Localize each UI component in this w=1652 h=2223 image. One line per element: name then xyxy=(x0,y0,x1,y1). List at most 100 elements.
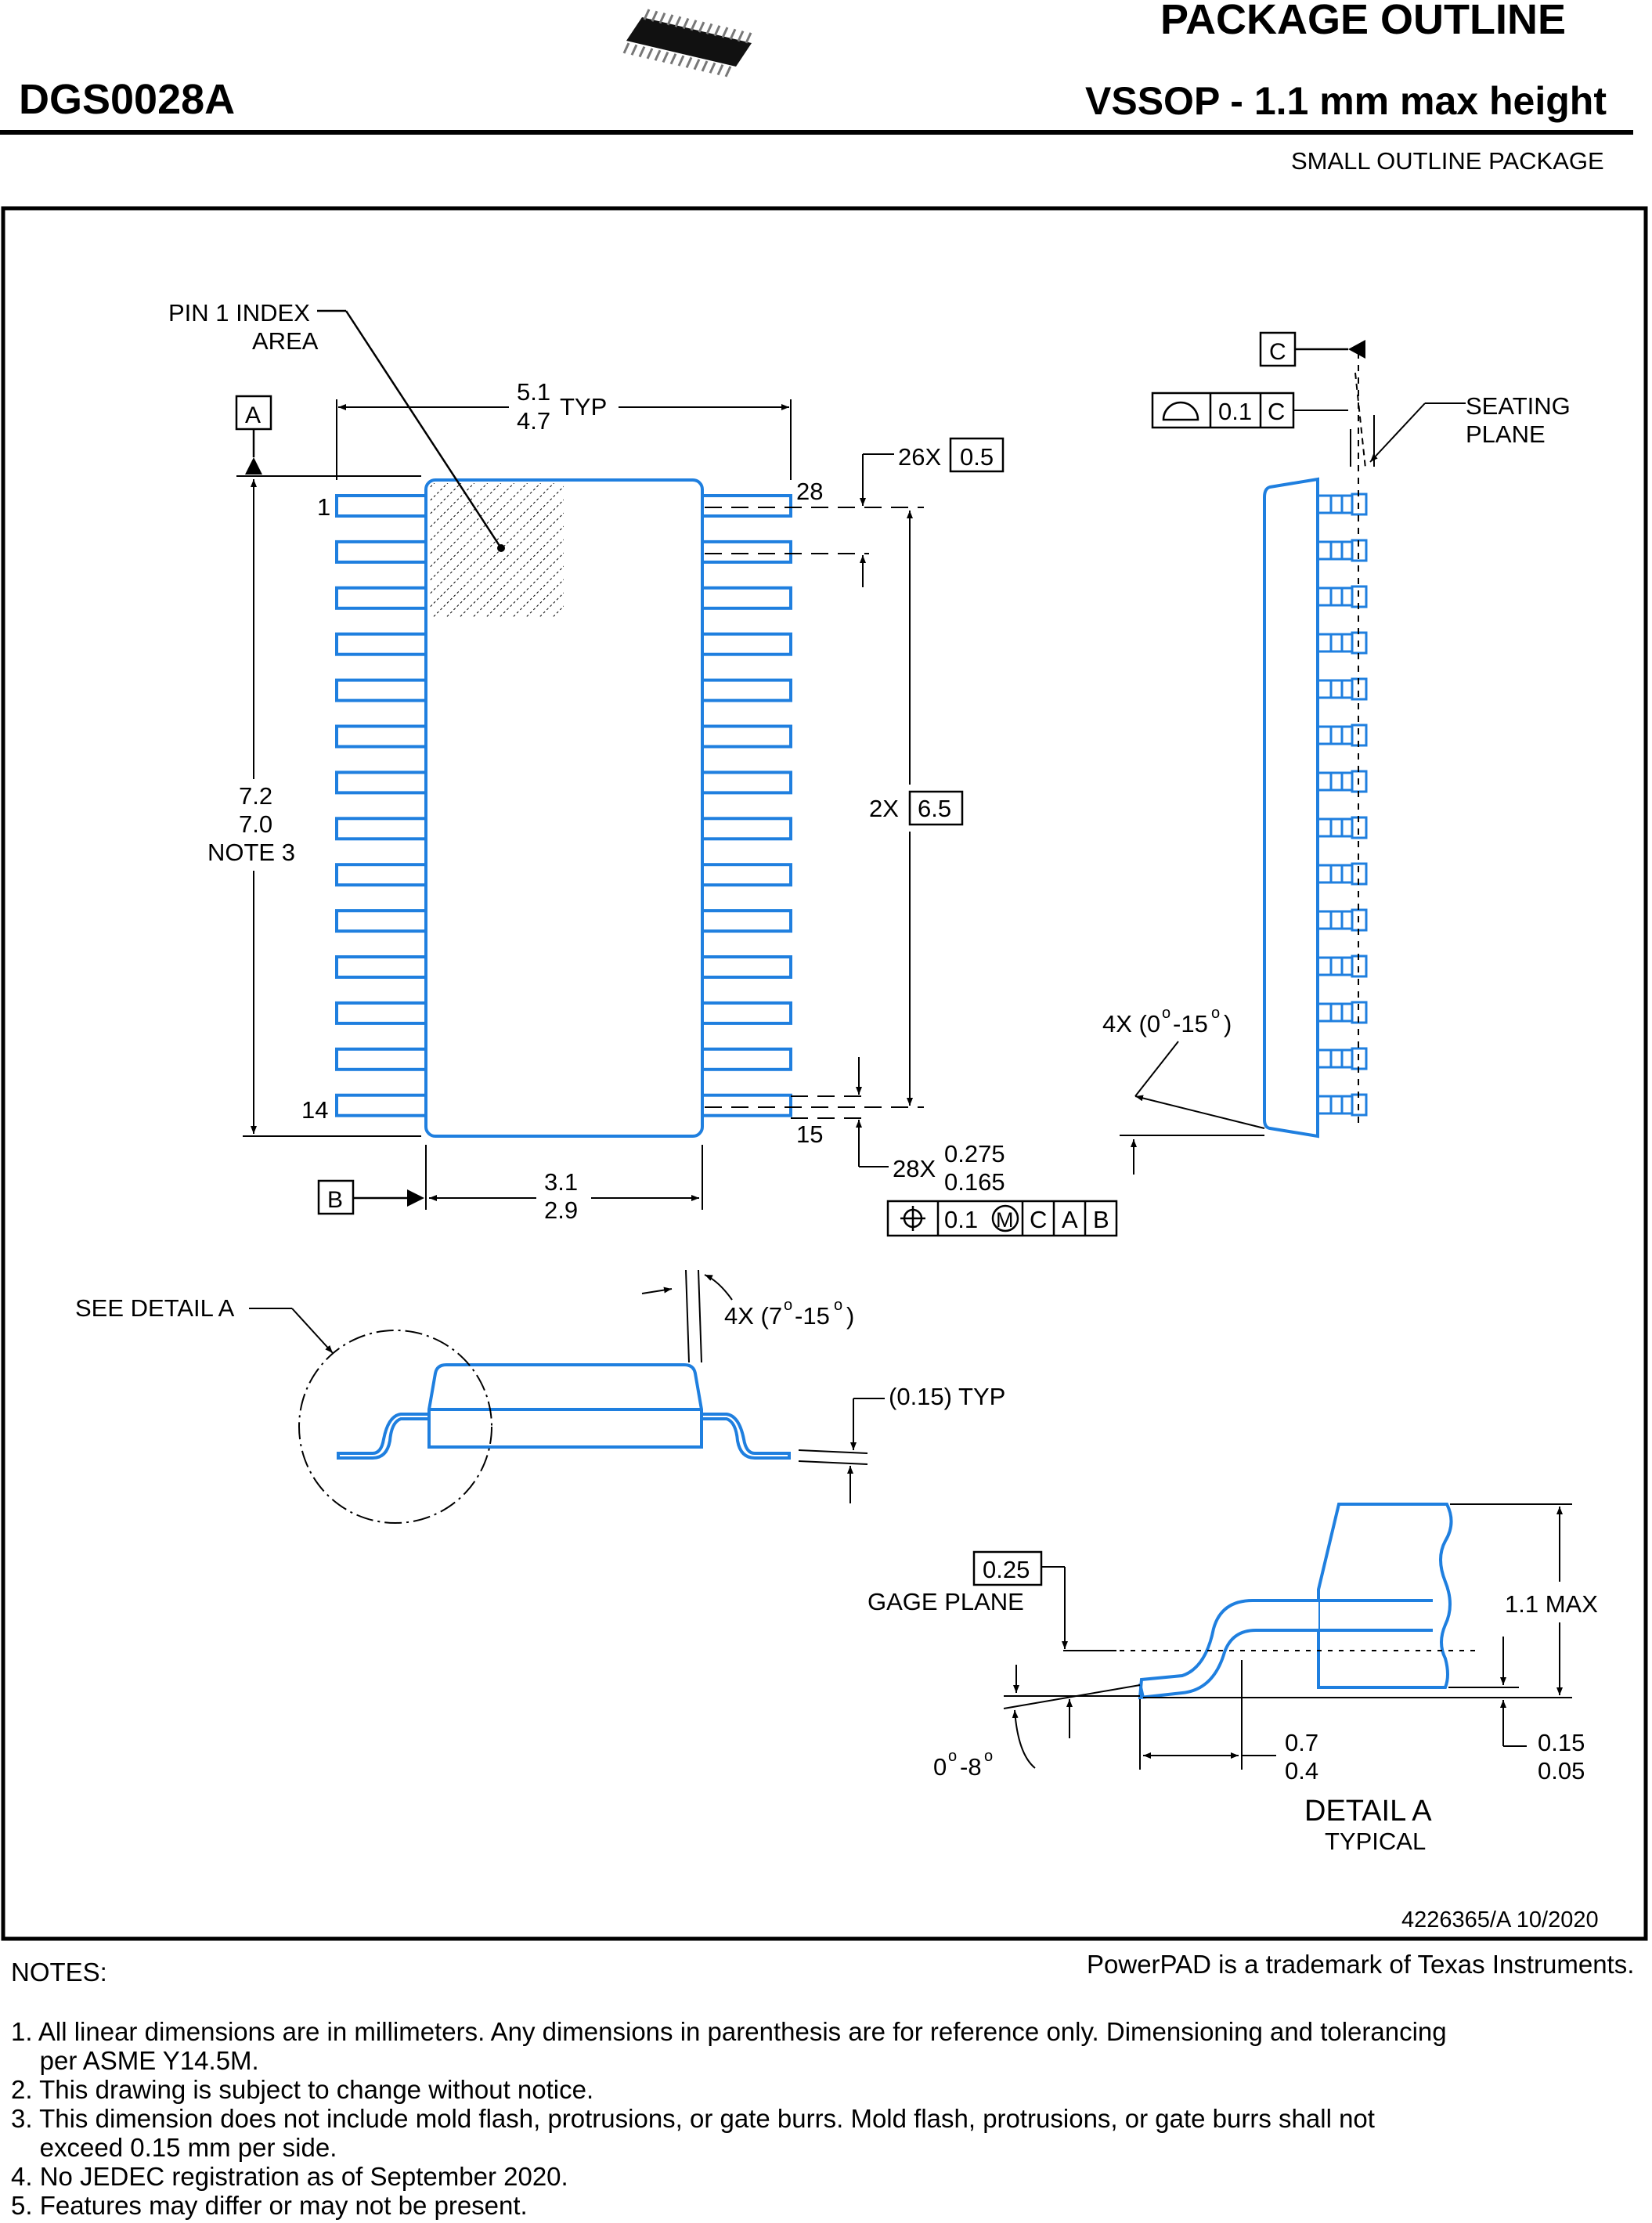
datum-a-label: A xyxy=(245,402,261,428)
foot-length-max: 0.7 xyxy=(1285,1729,1318,1756)
body-width-min: 2.9 xyxy=(544,1196,578,1224)
package-class: SMALL OUTLINE PACKAGE xyxy=(1291,147,1604,175)
detail-a-circle xyxy=(298,1330,492,1524)
pin1-index-area xyxy=(429,483,564,618)
svg-text:o: o xyxy=(834,1297,842,1314)
drawing-frame xyxy=(1,206,1648,1941)
side-angle-mid: -15 xyxy=(1173,1010,1208,1038)
front-view: SEE DETAIL A 4X (7 o -15 o ) (0.15) TYP xyxy=(75,1269,1005,1524)
lead-left xyxy=(335,770,427,795)
pitch-box xyxy=(949,437,1005,473)
lead-left xyxy=(335,632,427,656)
lead-left xyxy=(335,540,427,564)
body-width-max: 3.1 xyxy=(544,1168,578,1196)
drawing-number: 4226365/A 10/2020 xyxy=(1401,1907,1599,1932)
lead-right xyxy=(701,632,792,656)
flatness-datum: C xyxy=(1268,398,1285,425)
position-tolerance-frame: 0.1 M C A B xyxy=(886,1200,1118,1237)
lead-left xyxy=(335,817,427,841)
position-modifier: M xyxy=(996,1208,1014,1232)
lead-right xyxy=(701,863,792,887)
lead-right xyxy=(701,1001,792,1025)
pin-1-label: 1 xyxy=(317,493,330,521)
profile-symbol-icon xyxy=(1162,401,1199,421)
note-5: 5. Features may differ or may not be pre… xyxy=(11,2191,528,2220)
right-leads xyxy=(701,494,792,1117)
foot-angle-b: -8 xyxy=(960,1753,982,1781)
svg-text:o: o xyxy=(948,1748,957,1765)
flatness-value: 0.1 xyxy=(1218,398,1252,425)
lead-right xyxy=(701,955,792,979)
gage-value: 0.25 xyxy=(983,1556,1030,1583)
span-count: 2X xyxy=(869,795,899,822)
width-min: 4.7 xyxy=(517,407,550,435)
position-datum-b: B xyxy=(1093,1206,1109,1233)
lead-width-count: 28X xyxy=(893,1155,936,1182)
left-leads xyxy=(335,494,427,1117)
header-rule xyxy=(0,130,1633,135)
datum-c-label: C xyxy=(1269,339,1286,365)
trademark-note: PowerPAD is a trademark of Texas Instrum… xyxy=(1087,1950,1635,1979)
length-min: 7.0 xyxy=(239,810,272,838)
pin-28-label: 28 xyxy=(796,478,823,505)
datum-b-box xyxy=(317,1179,355,1215)
standoff-min: 0.05 xyxy=(1538,1757,1585,1785)
lead-thickness: (0.15) TYP xyxy=(889,1383,1005,1410)
span-box xyxy=(908,790,964,826)
note-3: 3. This dimension does not include mold … xyxy=(11,2104,1375,2133)
lead-right xyxy=(701,586,792,610)
lead-right xyxy=(701,1093,792,1117)
datum-c-box xyxy=(1259,331,1297,367)
note-4: 4. No JEDEC registration as of September… xyxy=(11,2162,568,2191)
note-1-cont: per ASME Y14.5M. xyxy=(11,2046,259,2075)
lead-left xyxy=(335,1093,427,1117)
flatness-tolerance-frame: 0.1 C xyxy=(1151,392,1295,429)
lead-right xyxy=(701,770,792,795)
width-typ: TYP xyxy=(560,393,607,420)
lead-left xyxy=(335,678,427,702)
lead-right xyxy=(701,678,792,702)
lead-width-max: 0.275 xyxy=(944,1140,1005,1167)
lead-right xyxy=(701,1047,792,1071)
seating-plane-label-2: PLANE xyxy=(1466,420,1546,448)
top-angle-mid: -15 xyxy=(795,1302,830,1330)
pin1-index-label-1: PIN 1 INDEX xyxy=(168,299,310,327)
pitch-value: 0.5 xyxy=(960,443,994,471)
width-max: 5.1 xyxy=(517,378,550,406)
lead-left xyxy=(335,724,427,749)
pin-15-label: 15 xyxy=(796,1121,823,1148)
span-value: 6.5 xyxy=(918,795,951,822)
note-2: 2. This drawing is subject to change wit… xyxy=(11,2075,594,2104)
lead-left xyxy=(335,586,427,610)
svg-text:o: o xyxy=(984,1748,993,1765)
pin1-index-label-2: AREA xyxy=(252,327,319,355)
gage-plane-label: GAGE PLANE xyxy=(867,1588,1024,1615)
pitch-count: 26X xyxy=(898,443,941,471)
notes-title: NOTES: xyxy=(11,1958,107,1987)
lead-right xyxy=(701,724,792,749)
datum-a-box xyxy=(235,395,272,431)
lead-left xyxy=(335,909,427,933)
side-angle-prefix: 4X (0 xyxy=(1102,1010,1160,1038)
position-datum-a: A xyxy=(1062,1206,1078,1233)
lead-left xyxy=(335,494,427,518)
package-icon xyxy=(622,9,752,78)
foot-angle-a: 0 xyxy=(933,1753,947,1781)
lead-right xyxy=(701,540,792,564)
package-body xyxy=(424,478,704,1138)
note-1: 1. All linear dimensions are in millimet… xyxy=(11,2017,1447,2046)
lead-left xyxy=(335,1001,427,1025)
doc-type-title: PACKAGE OUTLINE xyxy=(1160,0,1567,43)
lead-right xyxy=(701,817,792,841)
top-view: PIN 1 INDEX AREA 5.1 4.7 TYP A 7.2 7.0 N… xyxy=(168,299,1118,1237)
see-detail-label: SEE DETAIL A xyxy=(75,1294,235,1322)
package-code: DGS0028A xyxy=(19,76,236,123)
top-angle-suffix: ) xyxy=(846,1302,854,1330)
length-max: 7.2 xyxy=(239,782,272,810)
lead-left xyxy=(335,1047,427,1071)
lead-left xyxy=(335,955,427,979)
datum-b-label: B xyxy=(327,1187,343,1213)
lead-right xyxy=(701,494,792,518)
lead-width-min: 0.165 xyxy=(944,1168,1005,1196)
lead-left xyxy=(335,863,427,887)
